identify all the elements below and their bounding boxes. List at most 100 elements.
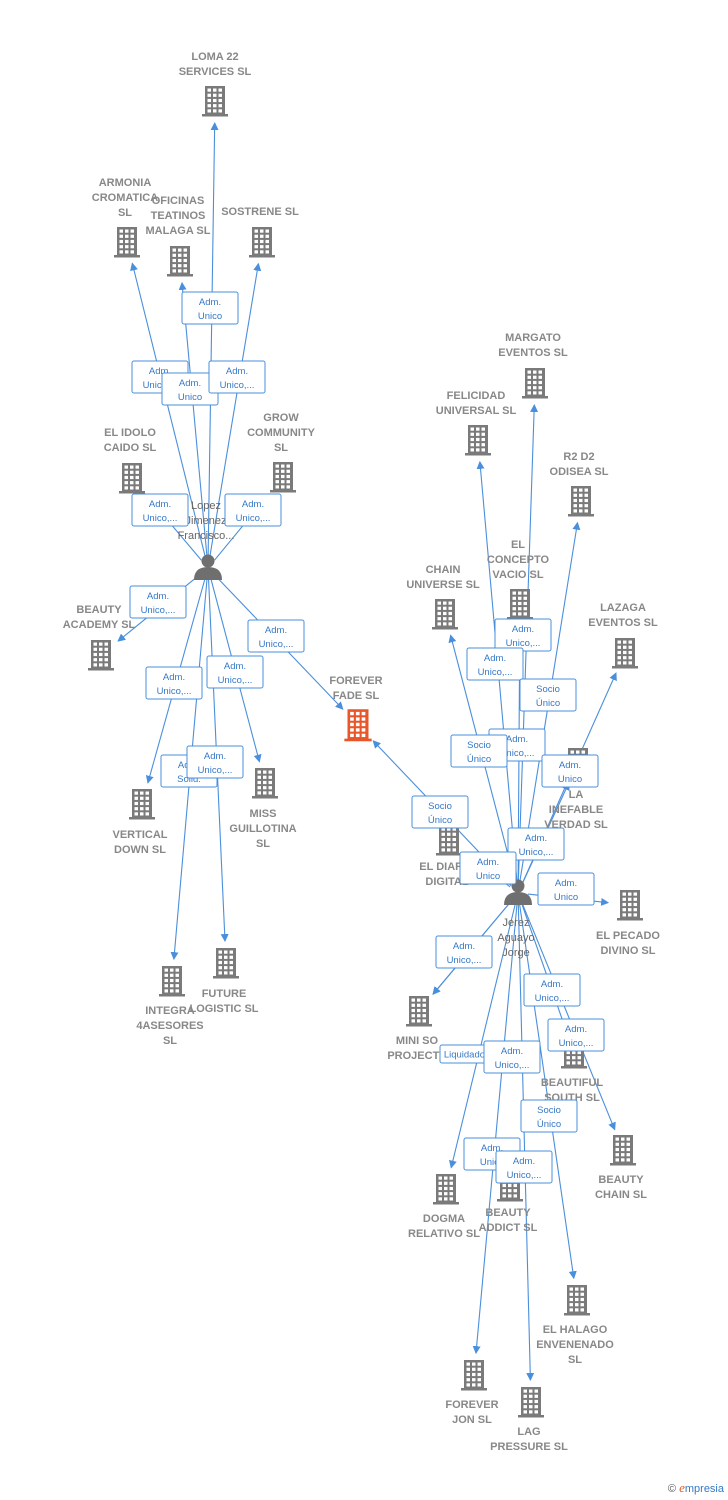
relation-label-text: Socio — [467, 740, 491, 751]
node-label-line: EL — [511, 539, 525, 551]
relation-label-box[interactable]: Adm.Unico,... — [435, 935, 493, 969]
node-label-line: R2 D2 — [563, 451, 594, 463]
relation-label-text: Único — [467, 754, 491, 765]
relation-label-box[interactable]: Adm.Unico,... — [547, 1018, 605, 1052]
relation-label-box[interactable]: Adm.Unico,... — [466, 647, 524, 681]
relation-label-box[interactable]: Adm.Unico,... — [208, 360, 266, 394]
building-icon — [507, 589, 533, 620]
relation-label-box[interactable]: Adm. Unico,... — [523, 973, 581, 1007]
relation-label-text: Unico,... — [535, 993, 570, 1004]
building-icon — [568, 486, 594, 517]
node-label-line: INTEGRA — [145, 1005, 195, 1017]
node-label-line: ODISEA SL — [550, 466, 609, 478]
node-label-line: SERVICES SL — [179, 66, 252, 78]
node-label-line: BEAUTIFUL — [541, 1077, 604, 1089]
relation-label-box[interactable]: Adm.Unico,... — [483, 1040, 541, 1074]
person-icon — [504, 879, 532, 905]
relation-label-box[interactable]: Adm.Unico,... — [495, 1150, 553, 1184]
relation-label-box[interactable]: Adm.Unico,... — [494, 618, 552, 652]
relation-label-text: Unico,... — [478, 667, 513, 678]
building-icon — [436, 825, 462, 856]
relation-label-text: Adm. — [541, 979, 563, 990]
node-label-line: EVENTOS SL — [588, 617, 658, 629]
node-label-line: SOSTRENE SL — [221, 206, 299, 218]
relation-label-text: Unico,... — [218, 675, 253, 686]
node-label-line: ARMONIA — [99, 177, 152, 189]
relation-label-text: Unico,... — [143, 380, 178, 391]
relation-edge — [472, 902, 518, 1355]
relation-label-text: Adm. — [149, 366, 171, 377]
relation-label-box[interactable]: Adm.Unico,... — [131, 493, 189, 527]
relation-label-text: Unico,... — [506, 638, 541, 649]
relation-label-box[interactable]: Adm.Unico,... — [145, 666, 203, 700]
relation-label-text: Unico,... — [559, 1038, 594, 1049]
relation-label-text: Adm. — [481, 1143, 503, 1154]
node-label-line: CHAIN SL — [595, 1189, 647, 1201]
node-lazaga[interactable]: LAZAGA EVENTOS SL — [588, 602, 658, 669]
relation-edge — [178, 281, 208, 559]
building-icon — [406, 996, 432, 1027]
relation-label-text: Unico,... — [507, 1170, 542, 1181]
node-lopez[interactable]: LopezJimenezFrancisco... — [178, 500, 235, 580]
node-label-line: SL — [163, 1035, 177, 1047]
relation-label-text: Unico,... — [198, 765, 233, 776]
relation-label-text: Unico — [476, 871, 500, 882]
node-label-line: GUILLOTINA — [229, 823, 296, 835]
relation-label-text: Adm. — [559, 760, 581, 771]
relation-label-box[interactable]: Adm.Unico,... — [186, 745, 244, 779]
relation-label-box[interactable]: Adm.Unico,... — [129, 585, 187, 619]
node-label-line: Aguayo — [497, 932, 534, 944]
building-icon — [617, 890, 643, 921]
node-label-line: SL — [568, 1354, 582, 1366]
node-label-line: LAZAGA — [600, 602, 646, 614]
relation-label-box[interactable]: Adm.Unico,... — [507, 827, 565, 861]
relation-edge — [517, 902, 535, 1381]
node-label-line: DOGMA — [423, 1213, 465, 1225]
building-icon — [129, 789, 155, 820]
building-icon — [202, 86, 228, 117]
node-label-line: DIGITAL — [425, 876, 468, 888]
relation-label-box[interactable]: Adm.Unico — [459, 851, 517, 885]
node-label-line: MISS — [250, 808, 277, 820]
relation-label-box[interactable]: Adm.Unico — [541, 754, 599, 788]
building-icon — [610, 1135, 636, 1166]
relation-label-text: Unico,... — [447, 955, 482, 966]
relation-label-box[interactable]: Adm.Unico,... — [247, 619, 305, 653]
node-sostrene[interactable]: SOSTRENE SL — [221, 206, 299, 258]
node-label-line: FOREVER — [445, 1399, 498, 1411]
relation-label-box[interactable]: Adm.Unico — [181, 291, 239, 325]
node-label-line: CAIDO SL — [104, 442, 157, 454]
relation-label-box[interactable]: Adm.Unico,... — [224, 493, 282, 527]
node-label-line: EL HALAGO — [543, 1324, 608, 1336]
relation-label-box[interactable]: Adm.Unico — [537, 872, 595, 906]
node-r2d2[interactable]: R2 D2 ODISEA SL — [550, 451, 609, 517]
relation-label-box[interactable]: Adm.Unico,... — [206, 655, 264, 689]
